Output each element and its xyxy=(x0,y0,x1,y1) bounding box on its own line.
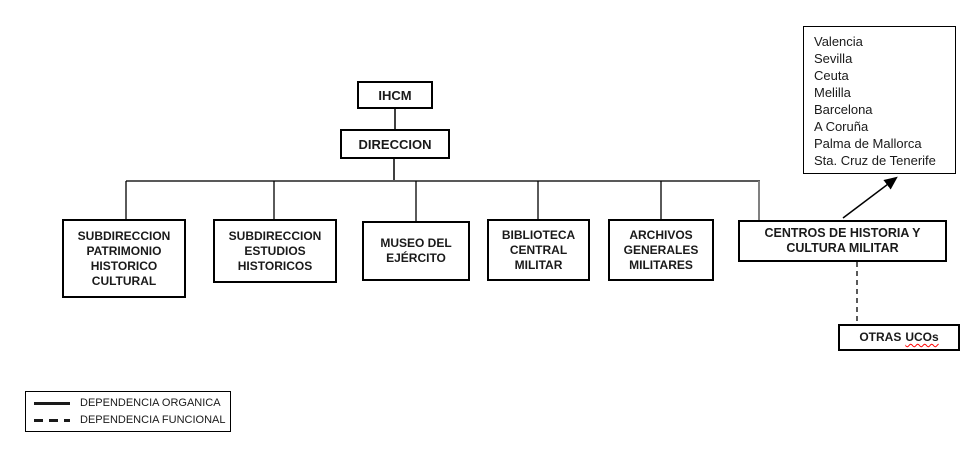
node-biblioteca-central: BIBLIOTECA CENTRAL MILITAR xyxy=(487,219,590,281)
node-direccion: DIRECCION xyxy=(340,129,450,159)
otras-ucos-prefix: OTRAS xyxy=(859,330,902,344)
node-centros-historia-cultura: CENTROS DE HISTORIA Y CULTURA MILITAR xyxy=(738,220,947,262)
city-item: Sta. Cruz de Tenerife xyxy=(814,153,936,168)
legend-row-organic: DEPENDENCIA ORGANICA xyxy=(34,397,230,409)
city-item: Valencia xyxy=(814,34,863,49)
city-item: A Coruña xyxy=(814,119,869,134)
dashed-line-sample-icon xyxy=(34,418,70,422)
city-item: Barcelona xyxy=(814,102,873,117)
centers-city-list: Valencia Sevilla Ceuta Melilla Barcelona… xyxy=(803,26,956,174)
node-ihcm: IHCM xyxy=(357,81,433,109)
city-item: Palma de Mallorca xyxy=(814,136,922,151)
node-otras-ucos: OTRAS UCOs xyxy=(838,324,960,351)
node-subdireccion-estudios: SUBDIRECCION ESTUDIOS HISTORICOS xyxy=(213,219,337,283)
legend: DEPENDENCIA ORGANICA DEPENDENCIA FUNCION… xyxy=(25,391,231,432)
legend-label-functional: DEPENDENCIA FUNCIONAL xyxy=(80,414,226,426)
node-archivos-generales: ARCHIVOS GENERALES MILITARES xyxy=(608,219,714,281)
node-museo-ejercito: MUSEO DEL EJÉRCITO xyxy=(362,221,470,281)
legend-label-organic: DEPENDENCIA ORGANICA xyxy=(80,397,221,409)
city-item: Melilla xyxy=(814,85,851,100)
solid-line-sample-icon xyxy=(34,401,70,405)
node-subdireccion-patrimonio: SUBDIRECCION PATRIMONIO HISTORICO CULTUR… xyxy=(62,219,186,298)
legend-row-functional: DEPENDENCIA FUNCIONAL xyxy=(34,414,230,426)
otras-ucos-misspelled-word: UCOs xyxy=(905,330,939,344)
city-item: Sevilla xyxy=(814,51,853,66)
city-item: Ceuta xyxy=(814,68,849,83)
